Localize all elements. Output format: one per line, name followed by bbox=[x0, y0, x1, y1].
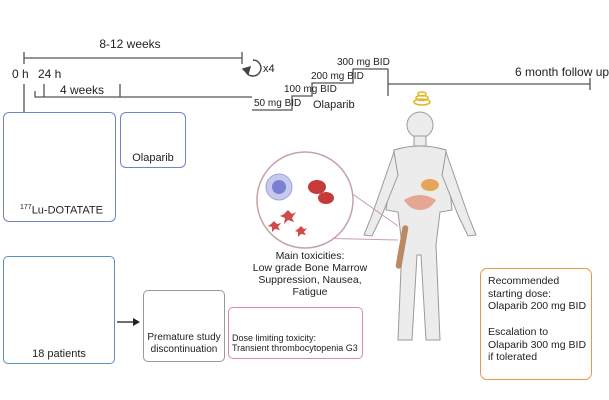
radioligand-label: 177Lu-DOTATATE bbox=[20, 204, 103, 217]
recommended-dose-text: Recommended starting dose: Olaparib 200 … bbox=[488, 275, 586, 313]
recommendation-box bbox=[480, 268, 592, 380]
dlt-detail: Transient thrombocytopenia G3 bbox=[232, 343, 358, 354]
cycles-label: x4 bbox=[263, 63, 275, 75]
interval-bracket bbox=[23, 84, 252, 112]
organ-illustrations bbox=[395, 179, 439, 269]
interval-label: 4 weeks bbox=[60, 83, 105, 97]
isotope-superscript: 177 bbox=[20, 204, 32, 211]
dlt-text: Dose limiting toxicity: Transient thromb… bbox=[232, 333, 358, 354]
followup-line bbox=[388, 78, 591, 90]
time-0h-label: 0 h bbox=[12, 67, 29, 81]
rec-line-3: Olaparib 200 mg BID bbox=[488, 300, 587, 313]
toxicities-title: Main toxicities: bbox=[275, 250, 345, 262]
rec-line-2: starting dose: bbox=[488, 287, 552, 300]
patient-body-illustration bbox=[363, 111, 477, 341]
olaparib-box bbox=[120, 112, 186, 168]
dose-step-3: 200 mg BID bbox=[311, 71, 364, 82]
dose-step-2: 100 mg BID bbox=[284, 84, 337, 95]
dose-step-4: 300 mg BID bbox=[337, 57, 390, 68]
followup-label: 6 month follow up bbox=[515, 65, 609, 79]
toxicities-line-1: Low grade Bone Marrow bbox=[252, 262, 368, 275]
olaparib-label: Olaparib bbox=[132, 152, 174, 164]
time-24h-label: 24 h bbox=[38, 67, 62, 81]
discontinuation-box bbox=[143, 290, 225, 362]
dlt-title: Dose limiting toxicity: bbox=[232, 333, 317, 343]
toxicities-line-2: Suppression, Nausea, bbox=[258, 274, 362, 287]
dlt-box bbox=[228, 307, 363, 359]
flow-arrow bbox=[117, 318, 140, 326]
esc-line-1: Escalation to bbox=[488, 326, 549, 338]
esc-line-2: Olaparib 300 mg BID bbox=[488, 338, 587, 351]
rec-line-1: Recommended bbox=[488, 275, 560, 287]
duration-bracket bbox=[23, 52, 243, 64]
duration-label: 8-12 weeks bbox=[99, 37, 161, 51]
escalation-text: Escalation to Olaparib 300 mg BID if tol… bbox=[488, 326, 586, 364]
bone-marrow-zoom bbox=[256, 151, 399, 249]
esc-line-3: if tolerated bbox=[488, 351, 538, 364]
discontinuation-label: Premature study discontinuation bbox=[147, 332, 221, 355]
radioligand-box bbox=[3, 112, 116, 222]
cycle-loop-icon bbox=[241, 59, 262, 77]
patients-label: 18 patients bbox=[32, 348, 86, 360]
dose-drug-label: Olaparib bbox=[313, 99, 355, 111]
toxicities-text: Main toxicities: Low grade Bone Marrow S… bbox=[250, 250, 370, 298]
dizziness-spiral-icon bbox=[413, 91, 431, 106]
radioligand-name: Lu-DOTATATE bbox=[31, 204, 103, 217]
dose-step-1: 50 mg BID bbox=[254, 98, 302, 109]
toxicities-line-3: Fatigue bbox=[292, 286, 328, 299]
patients-box bbox=[3, 256, 115, 364]
dose-staircase bbox=[252, 68, 389, 111]
